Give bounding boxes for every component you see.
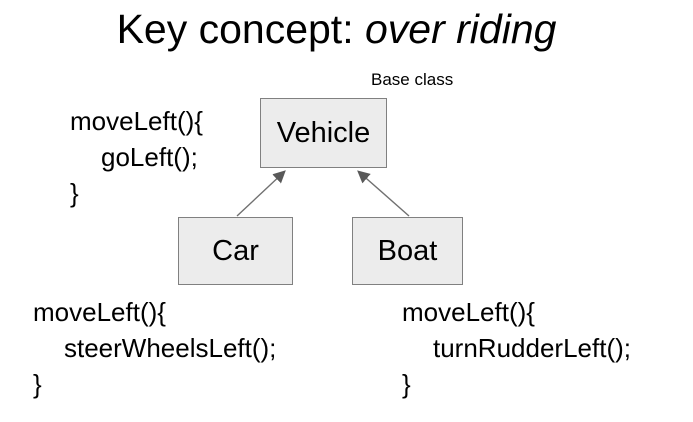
code-line: moveLeft(){ xyxy=(402,297,535,327)
car-code-block: moveLeft(){ steerWheelsLeft(); } xyxy=(33,294,276,402)
class-box-car-label: Car xyxy=(212,234,259,267)
slide-title-emphasis: over riding xyxy=(365,6,557,52)
vehicle-code-block: moveLeft(){ goLeft(); } xyxy=(70,103,203,211)
code-line: moveLeft(){ xyxy=(33,297,166,327)
code-line: turnRudderLeft(); xyxy=(433,333,631,363)
code-line: moveLeft(){ xyxy=(70,106,203,136)
slide-title-text: Key concept: xyxy=(116,6,365,52)
boat-code-block: moveLeft(){ turnRudderLeft(); } xyxy=(402,294,631,402)
class-box-vehicle: Vehicle xyxy=(260,98,387,168)
base-class-label: Base class xyxy=(371,70,454,89)
code-line: } xyxy=(402,369,411,399)
inheritance-arrow-car xyxy=(236,170,286,217)
code-line: goLeft(); xyxy=(101,142,198,172)
code-line: } xyxy=(70,178,79,208)
slide-title: Key concept: over riding xyxy=(0,6,673,53)
class-box-boat-label: Boat xyxy=(377,234,438,267)
code-line: } xyxy=(33,369,42,399)
class-box-car: Car xyxy=(178,217,293,285)
inheritance-arrow-boat xyxy=(357,170,410,217)
code-line: steerWheelsLeft(); xyxy=(64,333,277,363)
class-box-boat: Boat xyxy=(352,217,463,285)
class-box-vehicle-label: Vehicle xyxy=(276,116,371,149)
